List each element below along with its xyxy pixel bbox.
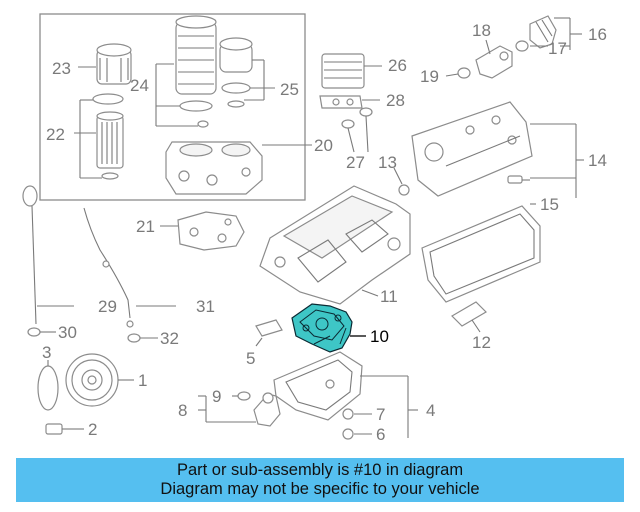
leader-11 (361, 289, 379, 297)
sensor-seal-9[interactable] (237, 391, 251, 401)
callout-30[interactable]: 30 (58, 323, 77, 342)
filter-cap-o-ring[interactable] (92, 93, 124, 105)
callout-18[interactable]: 18 (472, 21, 491, 40)
housing-small-seal-25[interactable] (227, 100, 245, 108)
callout-2[interactable]: 2 (88, 420, 97, 439)
housing-seal-19[interactable] (457, 67, 471, 79)
leader-13 (393, 167, 403, 185)
valve-cover-gasket-part[interactable] (421, 205, 541, 303)
callout-6[interactable]: 6 (376, 425, 385, 444)
callout-19[interactable]: 19 (420, 67, 439, 86)
callout-8[interactable]: 8 (178, 401, 187, 420)
thermostat-housing-18[interactable] (475, 45, 513, 79)
callout-27[interactable]: 27 (346, 153, 365, 172)
oil-pan-part[interactable] (273, 351, 363, 421)
housing-seal-25[interactable] (221, 82, 251, 94)
dipstick-leaders (37, 305, 176, 339)
valve-cover-bolt[interactable] (507, 175, 530, 184)
pulley-leaders (47, 360, 134, 430)
dipstick-part[interactable] (22, 185, 38, 325)
lower-crankcase-part[interactable] (259, 185, 411, 305)
drain-plug-13[interactable] (398, 184, 410, 196)
callout-16[interactable]: 16 (588, 25, 607, 44)
callout-31[interactable]: 31 (196, 297, 215, 316)
housing-seal-17[interactable] (515, 40, 529, 52)
callout-29[interactable]: 29 (98, 297, 117, 316)
callout-14[interactable]: 14 (588, 151, 607, 170)
callout-15[interactable]: 15 (540, 195, 559, 214)
inset-leaders (74, 59, 312, 179)
callout-3[interactable]: 3 (42, 343, 51, 362)
callout-28[interactable]: 28 (386, 91, 405, 110)
leader-12 (471, 319, 481, 333)
parts-diagram: 23 22 24 25 20 26 28 27 13 18 19 17 16 1… (22, 13, 607, 444)
leader-5 (255, 337, 263, 347)
oil-pump-bracket-part[interactable] (177, 211, 245, 251)
cooler-seal-27a[interactable] (341, 119, 355, 129)
drain-plug-7[interactable] (342, 408, 354, 420)
callout-12[interactable]: 12 (472, 333, 491, 352)
callout-24[interactable]: 24 (130, 76, 149, 95)
oil-cooler-gasket-part[interactable] (319, 95, 363, 109)
gasket-strip-5[interactable] (255, 319, 283, 337)
callout-21[interactable]: 21 (136, 217, 155, 236)
callout-20[interactable]: 20 (314, 136, 333, 155)
callout-32[interactable]: 32 (160, 329, 179, 348)
callout-17[interactable]: 17 (548, 39, 567, 58)
thermostat-leaders (445, 17, 582, 77)
oil-filter-housing-part[interactable] (165, 141, 263, 195)
filter-element-o-ring[interactable] (101, 172, 119, 180)
callout-13[interactable]: 13 (378, 153, 397, 172)
filter-housing-cylinder-part[interactable] (175, 15, 217, 95)
callout-26[interactable]: 26 (388, 56, 407, 75)
oil-filter-element-part[interactable] (96, 111, 124, 169)
oil-pump-highlighted-part[interactable] (291, 303, 353, 353)
callout-1[interactable]: 1 (138, 371, 147, 390)
sensor-housing-16[interactable] (529, 15, 557, 49)
dipstick-tube-part[interactable] (83, 207, 134, 328)
cooler-seal-27b[interactable] (359, 107, 373, 117)
oil-cooler-part[interactable] (321, 53, 365, 89)
front-seal-3[interactable] (37, 365, 59, 411)
sensor-leaders (198, 395, 256, 423)
caption-line-part-number: Part or sub-assembly is #10 in diagram (176, 461, 464, 479)
callout-10[interactable]: 10 (370, 327, 389, 346)
leader-4 (360, 375, 418, 438)
filter-housing-cap-part[interactable] (219, 37, 253, 73)
callout-23[interactable]: 23 (52, 59, 71, 78)
housing-small-seal-24[interactable] (197, 120, 209, 128)
leader-14 (530, 123, 584, 198)
filter-housing-inset-box (39, 13, 306, 201)
crankshaft-pulley-part[interactable] (65, 353, 119, 407)
pulley-bolt-2[interactable] (45, 423, 74, 435)
valve-cover-part[interactable] (411, 101, 533, 197)
callout-5[interactable]: 5 (246, 349, 255, 368)
tube-seal-32[interactable] (127, 333, 141, 343)
callout-11[interactable]: 11 (380, 287, 398, 306)
callout-22[interactable]: 22 (46, 125, 65, 144)
gasket-strip-12[interactable] (451, 301, 487, 327)
part-caption-banner: Part or sub-assembly is #10 in diagram D… (16, 458, 624, 502)
callout-25[interactable]: 25 (280, 80, 299, 99)
oil-level-sensor-part[interactable] (253, 392, 281, 427)
leader-27 (347, 115, 369, 153)
callout-9[interactable]: 9 (212, 387, 221, 406)
oil-filter-cap-part[interactable] (96, 43, 132, 85)
housing-seal-24[interactable] (179, 100, 213, 112)
callout-7[interactable]: 7 (376, 405, 385, 424)
drain-plug-6[interactable] (342, 428, 354, 440)
dipstick-seal-30[interactable] (27, 327, 41, 337)
callout-4[interactable]: 4 (426, 401, 435, 420)
caption-line-disclaimer: Diagram may not be specific to your vehi… (160, 480, 480, 498)
